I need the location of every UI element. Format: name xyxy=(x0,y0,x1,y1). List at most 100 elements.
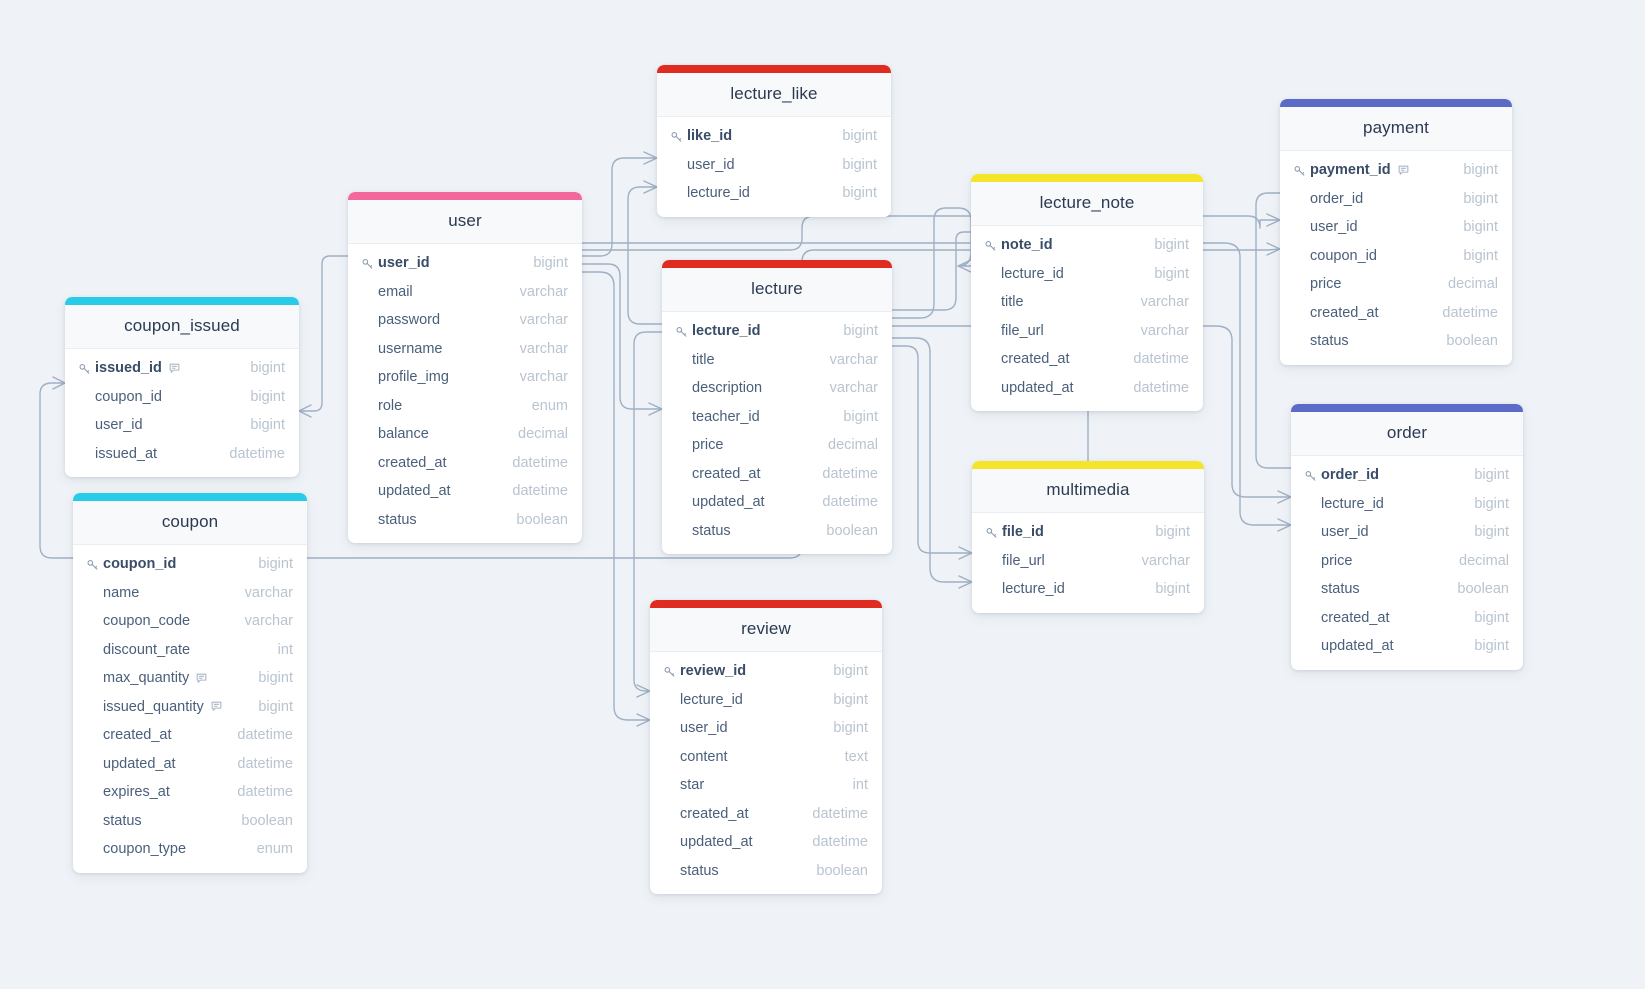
field-note-icon[interactable] xyxy=(1397,164,1410,177)
table-header-order[interactable]: order xyxy=(1291,412,1523,456)
table-header-lecture_note[interactable]: lecture_note xyxy=(971,182,1203,226)
field-type: enum xyxy=(256,841,293,858)
field-note-icon[interactable] xyxy=(210,700,223,713)
table-header-payment[interactable]: payment xyxy=(1280,107,1512,151)
field-name: status xyxy=(1310,333,1349,350)
table-header-coupon_issued[interactable]: coupon_issued xyxy=(65,305,299,349)
table-color-bar-lecture_like xyxy=(657,65,891,73)
table-header-lecture[interactable]: lecture xyxy=(662,268,892,312)
field-note-icon[interactable] xyxy=(168,362,181,375)
table-header-coupon[interactable]: coupon xyxy=(73,501,307,545)
field-name: email xyxy=(378,283,413,300)
field-type: datetime xyxy=(812,805,868,822)
field-name: content xyxy=(680,748,728,765)
table-header-review[interactable]: review xyxy=(650,608,882,652)
field-note-icon[interactable] xyxy=(195,672,208,685)
table-header-lecture_like[interactable]: lecture_like xyxy=(657,73,891,117)
field-type: datetime xyxy=(1442,304,1498,321)
field-name: issued_id xyxy=(95,360,162,377)
table-header-multimedia[interactable]: multimedia xyxy=(972,469,1204,513)
table-header-user[interactable]: user xyxy=(348,200,582,244)
